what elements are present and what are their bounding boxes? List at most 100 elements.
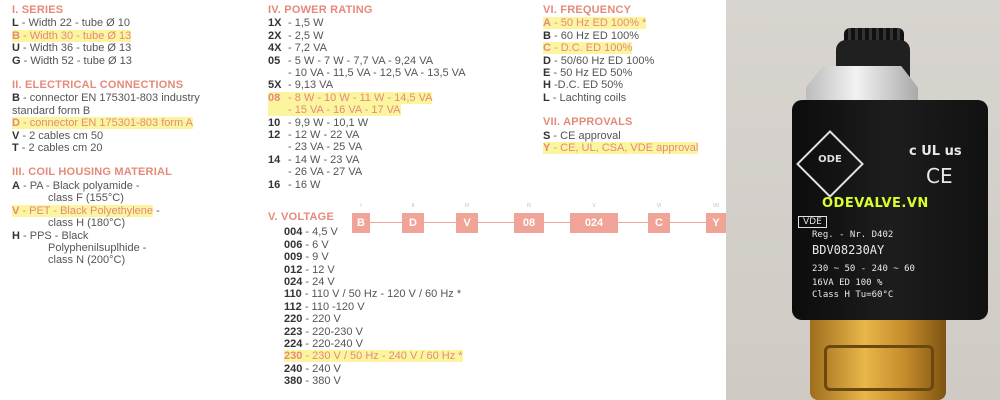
voltage-item-line: 230 - 230 V / 50 Hz - 240 V / 60 Hz * <box>284 350 463 363</box>
frequency-item-line: H -D.C. ED 50% <box>543 79 623 91</box>
power-item: 5X - 9,13 VA <box>268 79 518 91</box>
electrical-item: B - connector EN 175301-803 industry <box>12 92 252 104</box>
frequency-item: A - 50 Hz ED 100% * <box>543 17 728 30</box>
electrical-item-line: T - 2 cables cm 20 <box>12 142 103 154</box>
power-item-line: 2X- 2,5 W <box>268 30 323 42</box>
voltage-code: 012 <box>284 263 303 276</box>
coil-desc: - PA - Black polyamide - <box>23 179 140 192</box>
frequency-desc: - 50 Hz ED 100% * <box>554 17 647 30</box>
power-title: IV. POWER RATING <box>268 4 373 16</box>
configurator-roman: II <box>411 203 415 209</box>
voltage-item: 223 - 220-230 V <box>284 326 518 338</box>
power-item: 05- 5 W - 7 W - 7,7 VA - 9,24 VA <box>268 55 518 67</box>
power-desc: - 9,13 VA <box>288 79 334 92</box>
approvals-item: S - CE approval <box>543 130 728 142</box>
approvals-item-line: Y - CE, UL, CSA, VDE approval <box>543 142 699 155</box>
frequency-title: VI. FREQUENCY <box>543 4 632 16</box>
frequency-code: B <box>543 29 551 42</box>
approvals-item: Y - CE, UL, CSA, VDE approval <box>543 142 728 155</box>
voltage-item-line: 012 - 12 V <box>284 264 335 276</box>
power-item-line: - 15 VA - 16 VA - 17 VA <box>268 104 401 117</box>
voltage-item: 224 - 220-240 V <box>284 338 518 350</box>
voltage-code: 380 <box>284 375 303 388</box>
approvals-item-line: S - CE approval <box>543 130 621 142</box>
series-desc: - Width 52 - tube Ø 13 <box>23 54 132 67</box>
power-item: 2X- 2,5 W <box>268 30 518 42</box>
electrical-item: D - connector EN 175301-803 form A <box>12 117 252 130</box>
coil-item-line: A - PA - Black polyamide - <box>12 180 140 192</box>
series-item: U - Width 36 - tube Ø 13 <box>12 42 252 54</box>
power-item: 12- 12 W - 22 VA <box>268 129 518 141</box>
series-code: G <box>12 54 21 67</box>
reg-number: Reg. - Nr. D402 <box>812 230 894 240</box>
vde-mark: VDE <box>798 216 827 228</box>
voltage-item-line: 220 - 220 V <box>284 313 341 325</box>
solenoid-coil <box>792 100 988 320</box>
voltage-title: V. VOLTAGE <box>268 211 334 223</box>
approvals-code: S <box>543 129 551 142</box>
series-item-line: B - Width 30 - tube Ø 13 <box>12 29 132 42</box>
brass-flange <box>824 345 934 391</box>
series-code: U <box>12 42 20 55</box>
voltage-desc: - 220 V <box>305 313 341 326</box>
electrical-code: V <box>12 129 20 142</box>
frequency-code: C <box>543 42 551 55</box>
configurator-box: 024 <box>570 213 618 233</box>
model-number: BDV08230AY <box>812 243 885 257</box>
frequency-item: B - 60 Hz ED 100% <box>543 30 728 42</box>
power-item-line: 10- 9,9 W - 10,1 W <box>268 117 368 129</box>
power-item: 1X- 1,5 W <box>268 17 518 29</box>
coil-item-line: V - PET - Black Polyethylene <box>12 204 154 217</box>
ode-logo-text: ODE <box>818 154 842 165</box>
watermark-site: ODEVALVE.VN <box>822 196 929 211</box>
frequency-code: E <box>543 67 551 80</box>
frequency-item-line: A - 50 Hz ED 100% * <box>543 17 647 30</box>
voltage-item-line: 006 - 6 V <box>284 239 329 251</box>
series-item: G - Width 52 - tube Ø 13 <box>12 55 252 67</box>
frequency-desc: - D.C. ED 100% <box>554 42 633 55</box>
voltage-desc: - 230 V / 50 Hz - 240 V / 60 Hz * <box>305 350 463 363</box>
frequency-item: L - Lachting coils <box>543 92 728 104</box>
voltage-desc: - 220-240 V <box>305 338 363 351</box>
power-item: - 26 VA - 27 VA <box>268 166 518 178</box>
coil-item: H - PPS - Black <box>12 230 252 242</box>
frequency-item: C - D.C. ED 100% <box>543 42 728 55</box>
coil-cont: class N (200°C) <box>48 254 126 267</box>
ce-mark: CE <box>926 164 953 188</box>
frequency-item-line: D - 50/60 Hz ED 100% <box>543 55 654 67</box>
frequency-item-line: B - 60 Hz ED 100% <box>543 30 639 42</box>
coil-item: V - PET - Black Polyethylene - <box>12 204 252 217</box>
voltage-code: 220 <box>284 313 303 326</box>
voltage-item: 024 - 24 V <box>284 276 518 288</box>
voltage-item-line: 004 - 4,5 V <box>284 226 338 238</box>
power-item-line: - 10 VA - 11,5 VA - 12,5 VA - 13,5 VA <box>268 67 466 79</box>
coil-item-line: H - PPS - Black <box>12 230 88 242</box>
approvals-desc: - CE, UL, CSA, VDE approval <box>553 142 699 155</box>
series-title: I. SERIES <box>12 4 64 16</box>
power-code: 5X <box>268 79 282 92</box>
configurator-box: B <box>352 213 370 233</box>
approvals-title: VII. APPROVALS <box>543 116 633 129</box>
coil-code: V <box>12 204 20 217</box>
electrical-desc: - 2 cables cm 50 <box>22 129 104 142</box>
power-item-line: 12- 12 W - 22 VA <box>268 129 359 141</box>
voltage-code: 223 <box>284 325 303 338</box>
voltage-code: 004 <box>284 226 303 239</box>
series-item: L - Width 22 - tube Ø 10 <box>12 17 252 29</box>
power-item-line: - 23 VA - 25 VA <box>268 141 362 153</box>
voltage-item-line: 112 - 110 -120 V <box>284 301 365 313</box>
voltage-code: 110 <box>284 288 302 301</box>
configurator-box: 08 <box>514 213 544 233</box>
voltage-item: 380 - 380 V <box>284 375 518 387</box>
frequency-desc: - 50 Hz ED 50% <box>553 67 633 80</box>
power-item: 08- 8 W - 10 W - 11 W - 14,5 VA <box>268 91 518 104</box>
electrical-item: T - 2 cables cm 20 <box>12 142 252 154</box>
frequency-item: E - 50 Hz ED 50% <box>543 67 728 79</box>
voltage-desc: - 110 -120 V <box>304 300 365 313</box>
voltage-item-line: 024 - 24 V <box>284 276 335 288</box>
coil-tail: - <box>153 204 160 217</box>
power-desc: - 5 W - 7 W - 7,7 VA - 9,24 VA <box>288 54 434 67</box>
